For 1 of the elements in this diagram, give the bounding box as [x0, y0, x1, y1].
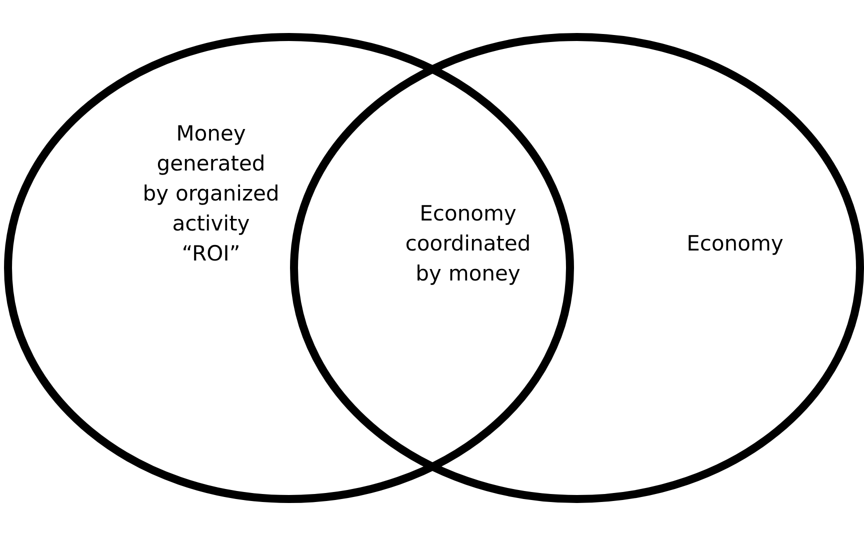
overlap-label: Economy coordinated by money — [406, 205, 529, 285]
